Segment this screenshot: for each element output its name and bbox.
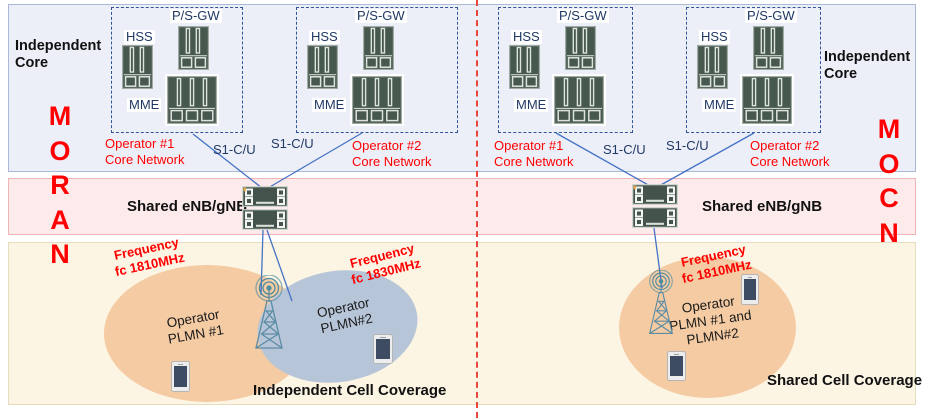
hss-server-icon: [509, 45, 540, 89]
phone-icon: [667, 351, 686, 381]
phone-icon: [741, 274, 759, 305]
caption-moran-op2-core: Operator #2 Core Network: [352, 138, 432, 169]
s1-cu-label: S1-C/U: [271, 136, 314, 151]
core-box-moran-op1: P/S-GW HSS MME: [111, 7, 243, 133]
moran-title: M O R A N: [48, 101, 72, 269]
core-box-mocn-op1: P/S-GW HSS MME: [498, 7, 633, 133]
shared-enb-label-right: Shared eNB/gNB: [702, 198, 823, 215]
hss-label: HSS: [511, 29, 542, 44]
phone-speaker: [380, 336, 386, 338]
phone-icon: [171, 361, 190, 392]
psgw-label: P/S-GW: [355, 8, 407, 23]
psgw-label: P/S-GW: [557, 8, 609, 23]
mme-label: MME: [514, 97, 549, 112]
phone-icon: [373, 334, 393, 364]
phone-screen: [670, 356, 683, 376]
s1-cu-label: S1-C/U: [666, 138, 709, 153]
core-box-mocn-op2: P/S-GW HSS MME: [686, 7, 821, 133]
s1-cu-label: S1-C/U: [603, 142, 646, 157]
core-box-moran-op2: P/S-GW HSS MME: [296, 7, 458, 133]
independent-core-label-right: Independent Core: [824, 49, 911, 82]
psgw-server-icon: [753, 26, 784, 70]
phone-speaker: [747, 276, 753, 278]
mocn-title: M O C N: [877, 114, 901, 248]
cell-tower-icon: [641, 270, 681, 336]
hss-server-icon: [697, 45, 728, 89]
mme-server-icon: [552, 74, 606, 126]
psgw-server-icon: [178, 26, 209, 70]
mme-server-icon: [740, 74, 794, 126]
enb-icon: [242, 186, 288, 230]
phone-screen: [744, 279, 756, 300]
hss-label: HSS: [699, 29, 730, 44]
phone-screen: [174, 366, 187, 387]
hss-server-icon: [307, 45, 338, 89]
independent-cell-coverage-caption: Independent Cell Coverage: [253, 382, 447, 399]
hss-server-icon: [122, 45, 153, 89]
mme-label: MME: [127, 97, 162, 112]
phone-speaker: [673, 353, 680, 355]
hss-label: HSS: [124, 29, 155, 44]
shared-enb-band: [8, 178, 916, 235]
s1-cu-label: S1-C/U: [213, 142, 256, 157]
mme-server-icon: [165, 74, 219, 126]
shared-cell-coverage-caption: Shared Cell Coverage: [767, 372, 923, 389]
mme-label: MME: [702, 97, 737, 112]
phone-screen: [376, 339, 390, 359]
psgw-label: P/S-GW: [745, 8, 797, 23]
hss-label: HSS: [309, 29, 340, 44]
caption-mocn-op1-core: Operator #1 Core Network: [494, 138, 574, 169]
independent-core-label-left: Independent Core: [15, 38, 102, 71]
mocn-shared-cell-ellipse: [619, 257, 796, 398]
psgw-server-icon: [363, 26, 394, 70]
caption-mocn-op2-core: Operator #2 Core Network: [750, 138, 830, 169]
moran-mocn-divider: [476, 0, 478, 418]
shared-enb-label-left: Shared eNB/gNB: [127, 198, 248, 215]
mme-label: MME: [312, 97, 347, 112]
cell-tower-icon: [247, 275, 291, 351]
enb-icon: [632, 184, 678, 228]
caption-moran-op1-core: Operator #1 Core Network: [105, 136, 185, 167]
psgw-label: P/S-GW: [170, 8, 222, 23]
psgw-server-icon: [565, 26, 596, 70]
mme-server-icon: [350, 74, 404, 126]
phone-speaker: [177, 363, 184, 365]
